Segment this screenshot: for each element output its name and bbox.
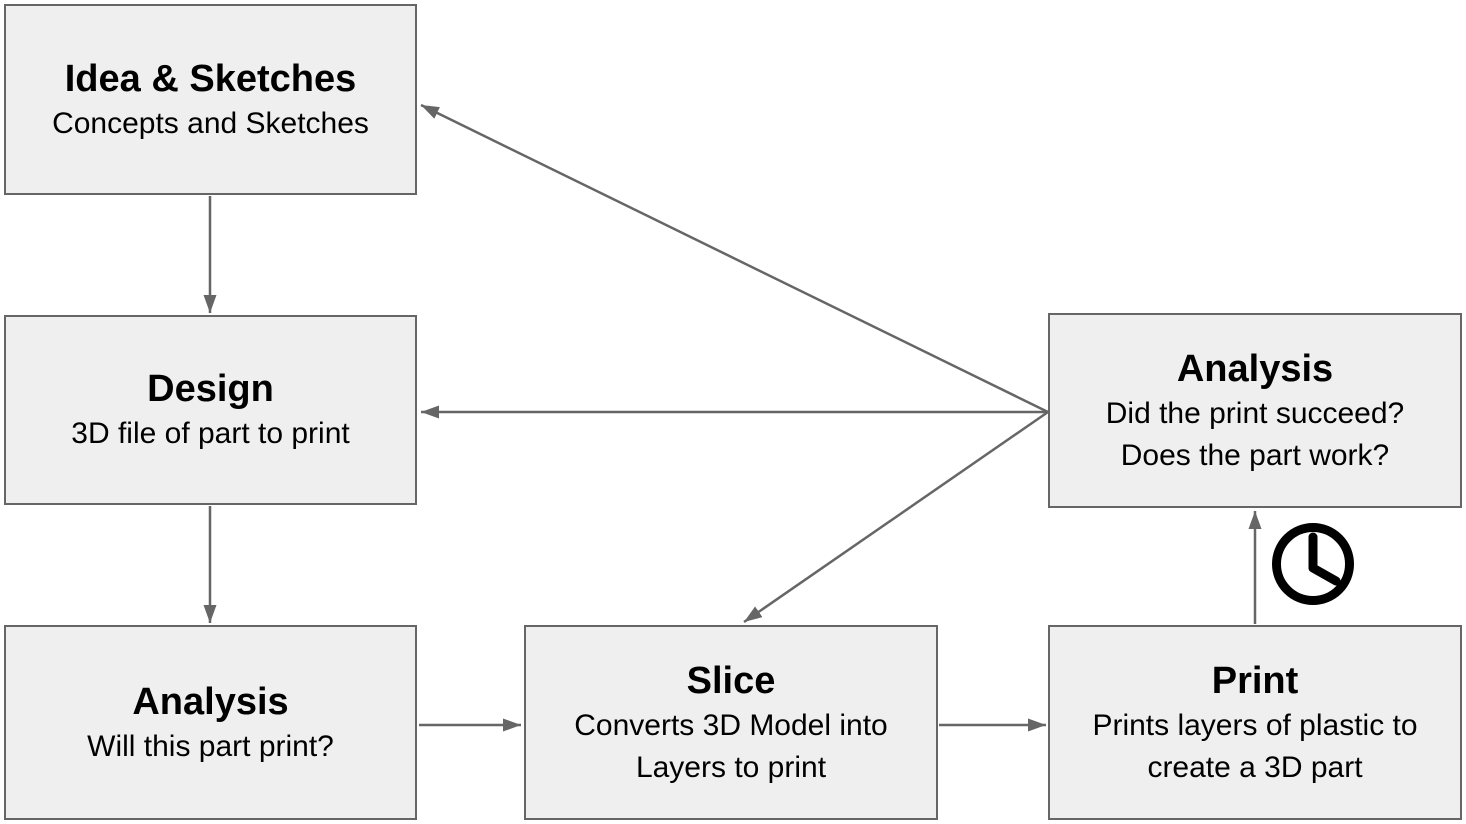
node-idea-sketches-title: Idea & Sketches — [64, 57, 357, 100]
arrow-analysis-to-slice-redo — [743, 410, 1049, 624]
node-design-subtitle: 3D file of part to print — [71, 417, 350, 450]
node-analysis-pre-title: Analysis — [132, 680, 289, 723]
node-slice-subtitle: Converts 3D Model into Layers to print — [574, 708, 888, 784]
arrow-analysis-to-idea — [420, 103, 1049, 414]
node-slice: Slice Converts 3D Model into Layers to p… — [524, 625, 938, 820]
node-analysis-post-title: Analysis — [1176, 347, 1334, 390]
clock-icon — [1272, 523, 1354, 605]
node-print-title: Print — [1211, 659, 1299, 702]
node-print-subtitle: Prints layers of plastic to create a 3D … — [1092, 708, 1418, 784]
node-analysis-post-print: Analysis Did the print succeed? Does the… — [1048, 313, 1462, 508]
node-design: Design 3D file of part to print — [4, 315, 417, 505]
node-analysis-pre-subtitle: Will this part print? — [87, 729, 334, 763]
node-design-title: Design — [147, 368, 274, 410]
node-analysis-pre-print: Analysis Will this part print? — [4, 625, 417, 820]
node-print: Print Prints layers of plastic to create… — [1048, 625, 1462, 820]
node-analysis-post-subtitle: Did the print succeed? Does the part wor… — [1105, 396, 1405, 472]
node-slice-title: Slice — [686, 659, 776, 702]
node-idea-sketches-subtitle: Concepts and Sketches — [52, 106, 369, 140]
node-idea-sketches: Idea & Sketches Concepts and Sketches — [4, 4, 417, 195]
